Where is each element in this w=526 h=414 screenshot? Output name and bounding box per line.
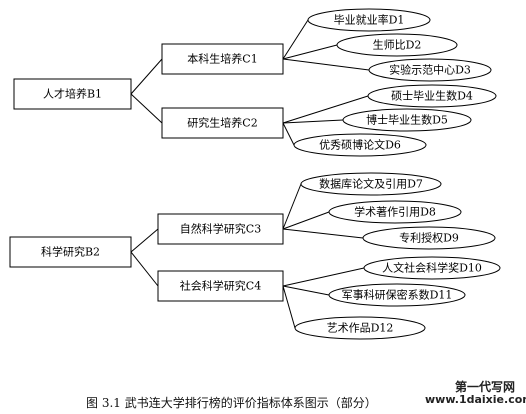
indicator-label: 优秀硕博论文D6: [319, 138, 401, 152]
indicator-ellipse: [293, 133, 427, 157]
indicator-ellipse: [294, 316, 426, 340]
category-label: 科学研究B2: [41, 245, 100, 259]
connector-line: [282, 119, 344, 124]
indicator-label: 实验示范中心D3: [389, 63, 471, 77]
indicator-ellipse: [336, 33, 458, 57]
indicator-ellipse: [307, 8, 431, 32]
indicator-label: 军事科研保密系数D11: [342, 288, 453, 302]
connector-line: [282, 122, 295, 146]
connector-line: [282, 95, 369, 124]
subcategory-label: 本科生培养C1: [187, 52, 257, 66]
subcategory-box: [161, 107, 284, 139]
connector-line: [130, 58, 163, 95]
connector-line: [282, 183, 302, 230]
watermark-url: www.1daixie.com: [425, 393, 526, 406]
indicator-ellipse: [363, 256, 501, 280]
indicator-ellipse: [300, 172, 442, 196]
connector-line: [282, 211, 330, 230]
subcategory-box: [161, 43, 284, 75]
indicator-ellipse: [342, 108, 472, 132]
connector-line: [282, 228, 364, 239]
subcategory-box: [157, 270, 284, 302]
indicator-label: 专利授权D9: [399, 231, 459, 245]
connector-line: [282, 58, 370, 71]
indicator-label: 毕业就业率D1: [334, 13, 405, 27]
indicator-label: 硕士毕业生数D4: [391, 89, 473, 103]
watermark-site-name: 第一代写网: [455, 380, 516, 394]
figure-caption: 图 3.1 武书连大学排行榜的评价指标体系图示（部分）: [86, 396, 377, 410]
indicator-label: 艺术作品D12: [327, 322, 394, 335]
indicator-ellipse: [367, 84, 497, 108]
category-box: [9, 236, 132, 268]
connector-line: [282, 44, 338, 60]
indicator-label: 数据库论文及引用D7: [319, 177, 423, 191]
connector-line: [282, 19, 309, 60]
indicator-ellipse: [362, 226, 496, 250]
indicator-ellipse: [328, 283, 466, 307]
category-label: 人才培养B1: [43, 87, 102, 101]
connector-line: [130, 228, 159, 253]
indicator-ellipse: [368, 58, 492, 82]
indicator-ellipse: [328, 200, 462, 224]
subcategory-label: 社会科学研究C4: [180, 279, 261, 293]
indicator-label: 学术著作引用D8: [354, 205, 436, 219]
subcategory-label: 自然科学研究C3: [180, 222, 261, 236]
connector-line: [130, 93, 163, 124]
indicator-label: 博士毕业生数D5: [366, 113, 448, 127]
subcategory-label: 研究生培养C2: [187, 116, 257, 130]
connector-line: [282, 285, 330, 296]
subcategory-box: [157, 213, 284, 245]
connector-line: [130, 251, 159, 287]
connector-line: [282, 285, 296, 329]
connector-line: [282, 267, 365, 287]
category-box: [13, 78, 132, 110]
indicator-label: 人文社会科学奖D10: [382, 261, 482, 275]
indicator-label: 生师比D2: [373, 38, 422, 52]
